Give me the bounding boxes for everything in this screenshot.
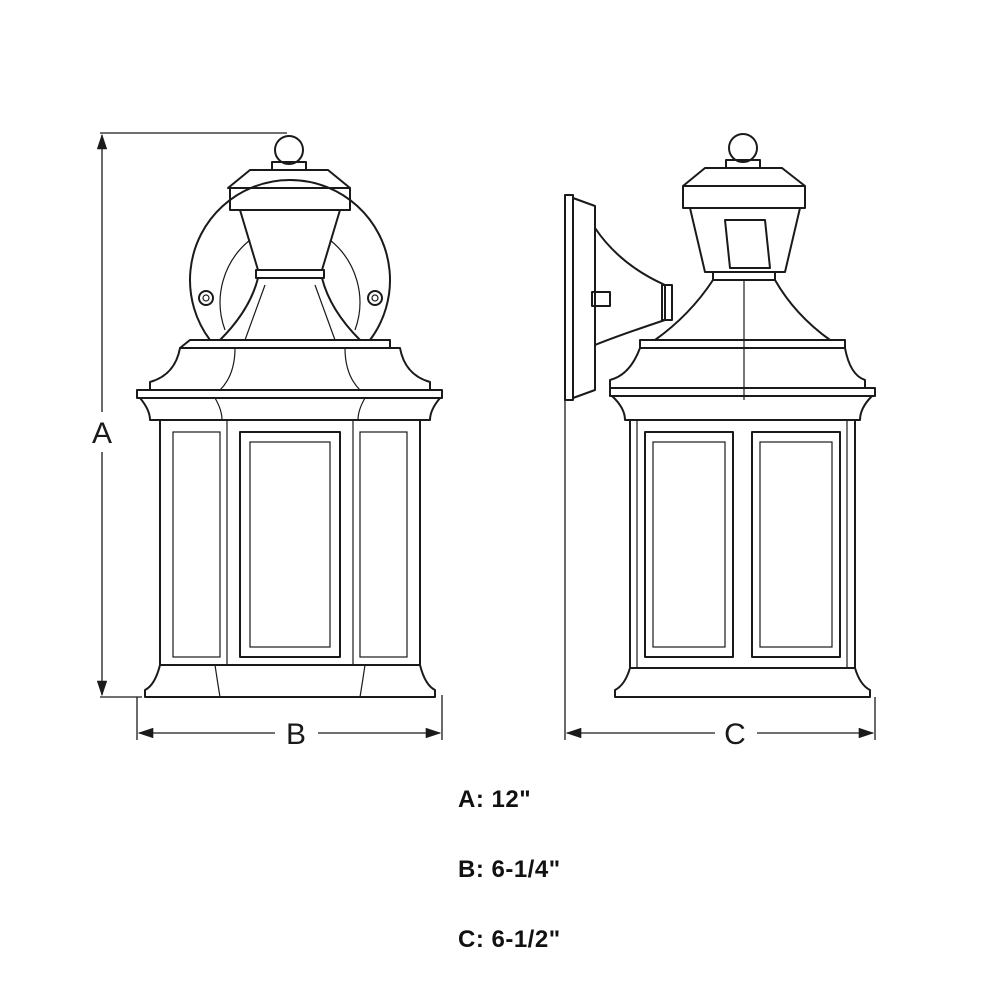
dimension-b: B [136, 695, 443, 751]
spec-c: C: 6-1/2" [458, 926, 561, 953]
lantern-front-view [136, 135, 443, 698]
dimension-label-c: C [724, 718, 746, 751]
dimension-label-a: A [92, 417, 112, 450]
dimension-a: A [92, 132, 287, 698]
spec-b: B: 6-1/4" [458, 856, 561, 883]
dimension-c: C [564, 400, 876, 751]
dimension-label-b: B [286, 718, 306, 751]
lantern-side-view [564, 133, 876, 698]
spec-a: A: 12" [458, 786, 532, 813]
